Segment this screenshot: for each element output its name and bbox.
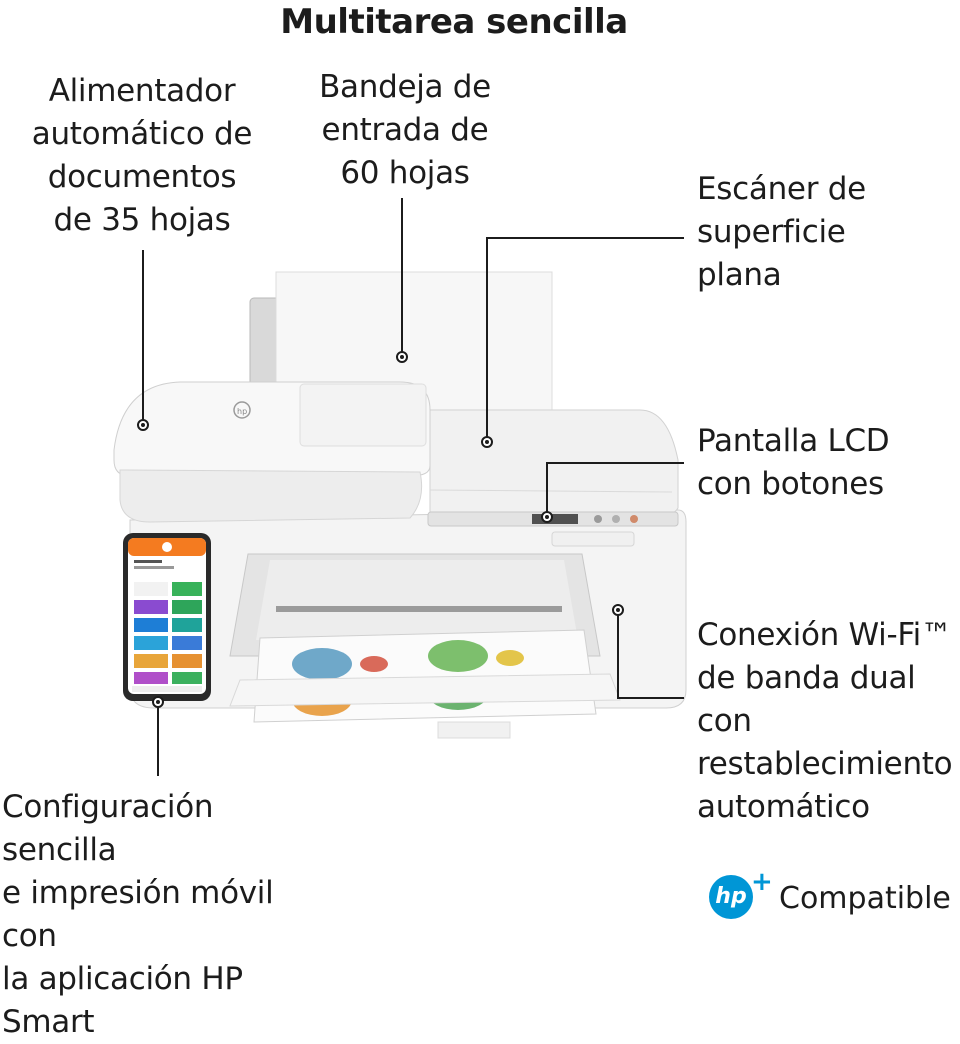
leader-input-tray xyxy=(401,198,403,356)
callout-wifi-line-2: de banda dual con xyxy=(697,660,916,739)
callout-adf-line-4: de 35 hojas xyxy=(53,202,231,238)
callout-wifi-line-1: Conexión Wi-Fi™ xyxy=(697,617,952,653)
leader-lcd-h xyxy=(546,462,684,464)
callout-scanner: Escáner de superficie plana xyxy=(697,168,947,297)
svg-text:hp: hp xyxy=(237,407,247,416)
callout-wifi-line-4: automático xyxy=(697,789,870,825)
callout-lcd-line-2: con botones xyxy=(697,466,884,502)
hp-logo-text: hp xyxy=(715,884,747,909)
callout-wifi-line-3: restablecimiento xyxy=(697,746,953,782)
leader-adf xyxy=(142,250,144,422)
callout-input-tray-line-3: 60 hojas xyxy=(340,155,470,191)
callout-scanner-line-2: superficie xyxy=(697,214,846,250)
callout-app-line-1: Configuración sencilla xyxy=(2,789,214,868)
callout-scanner-line-3: plana xyxy=(697,257,782,293)
callout-app-line-3: la aplicación HP Smart xyxy=(2,961,243,1040)
dot-app xyxy=(152,696,164,708)
smartphone-hp-smart-app xyxy=(123,533,211,701)
callout-adf: Alimentador automático de documentos de … xyxy=(22,70,262,242)
hp-plus-badge: hp + Compatible xyxy=(709,867,951,923)
dot-wifi xyxy=(612,604,624,616)
dot-adf xyxy=(137,419,149,431)
dot-input-tray xyxy=(396,351,408,363)
callout-app: Configuración sencilla e impresión móvil… xyxy=(2,786,332,1044)
callout-input-tray-line-2: entrada de xyxy=(321,112,489,148)
callout-lcd: Pantalla LCD con botones xyxy=(697,420,947,506)
callout-scanner-line-1: Escáner de xyxy=(697,171,866,207)
callout-input-tray: Bandeja de entrada de 60 hojas xyxy=(295,66,515,195)
compatible-label: Compatible xyxy=(779,880,951,916)
hp-plus-logo-icon: hp + xyxy=(709,867,773,923)
leader-scanner-v xyxy=(486,237,488,441)
callout-wifi: Conexión Wi-Fi™ de banda dual con restab… xyxy=(697,614,959,829)
callout-adf-line-2: automático de xyxy=(31,116,253,152)
printer-illustration: hp xyxy=(113,271,687,739)
callout-input-tray-line-1: Bandeja de xyxy=(319,69,491,105)
callout-app-line-2: e impresión móvil con xyxy=(2,875,274,954)
leader-wifi-h xyxy=(617,697,684,699)
page-title: Multitarea sencilla xyxy=(280,2,628,42)
leader-scanner-h xyxy=(486,237,684,239)
dot-lcd xyxy=(541,511,553,523)
callout-adf-line-1: Alimentador xyxy=(48,73,236,109)
leader-wifi-v xyxy=(617,610,619,697)
dot-scanner xyxy=(481,436,493,448)
leader-lcd-v xyxy=(546,462,548,516)
callout-lcd-line-1: Pantalla LCD xyxy=(697,423,890,459)
callout-adf-line-3: documentos xyxy=(47,159,237,195)
hp-plus-sign: + xyxy=(751,867,773,897)
leader-app xyxy=(157,702,159,776)
